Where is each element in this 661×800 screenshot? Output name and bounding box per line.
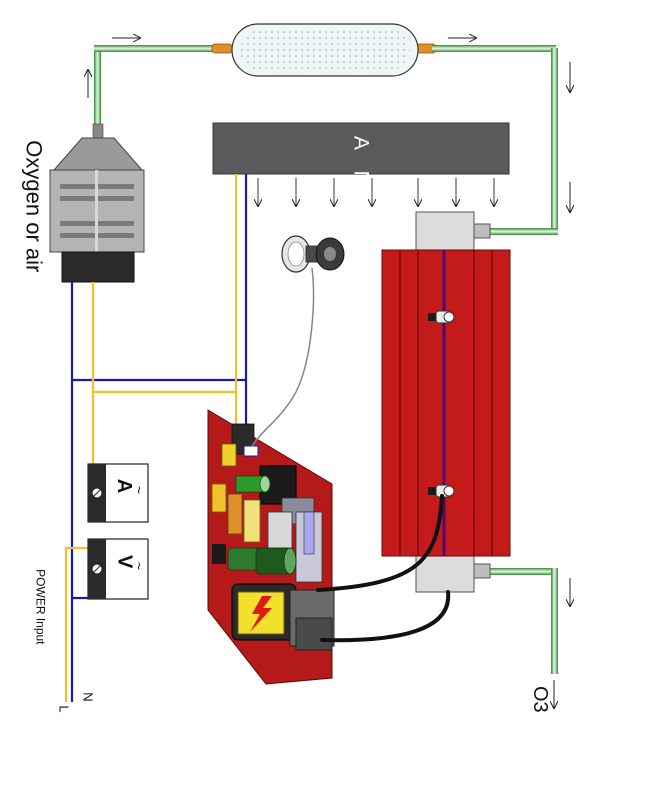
- fan-airflow-arrows: [258, 178, 494, 206]
- ozone-output-tube: [551, 568, 558, 674]
- flow-arrows: [88, 38, 570, 708]
- high-voltage-leads: [316, 494, 451, 643]
- fan-unit: [212, 122, 510, 175]
- live-terminal-label: L: [57, 705, 72, 712]
- coupling-left: [211, 43, 233, 54]
- cell-outlet-tube: [490, 568, 558, 575]
- filter-capsule-media: [240, 28, 410, 72]
- high-voltage-icon: [250, 596, 272, 632]
- voltmeter-letter: V: [113, 555, 135, 569]
- voltmeter-ac-symbol: ~: [131, 562, 147, 570]
- gas-tubing: [94, 43, 558, 674]
- power-supply-board: [207, 409, 335, 685]
- neutral-terminal-label: N: [81, 692, 96, 701]
- ozone-generation-cell: [381, 211, 511, 593]
- voltmeter: V ~: [87, 538, 149, 600]
- inlet-tube-vertical: [94, 48, 101, 126]
- ozone-output-label: O3: [529, 686, 551, 713]
- timer-knob: [251, 235, 345, 447]
- oxygen-concentrator: [49, 123, 145, 283]
- power-input-label: POWER Input: [33, 569, 47, 645]
- cell-inlet-tube-vertical: [551, 48, 558, 234]
- ammeter-ac-symbol: ~: [131, 486, 147, 494]
- oxygen-source-label: Oxygen or air: [22, 140, 47, 272]
- ammeter-letter: A: [113, 479, 135, 493]
- ammeter: A ~: [87, 463, 149, 523]
- inlet-tube-top: [94, 45, 218, 52]
- cell-inlet-tube: [490, 228, 558, 235]
- filter-outlet-tube: [432, 45, 556, 52]
- fan-label: F A N: [350, 102, 373, 193]
